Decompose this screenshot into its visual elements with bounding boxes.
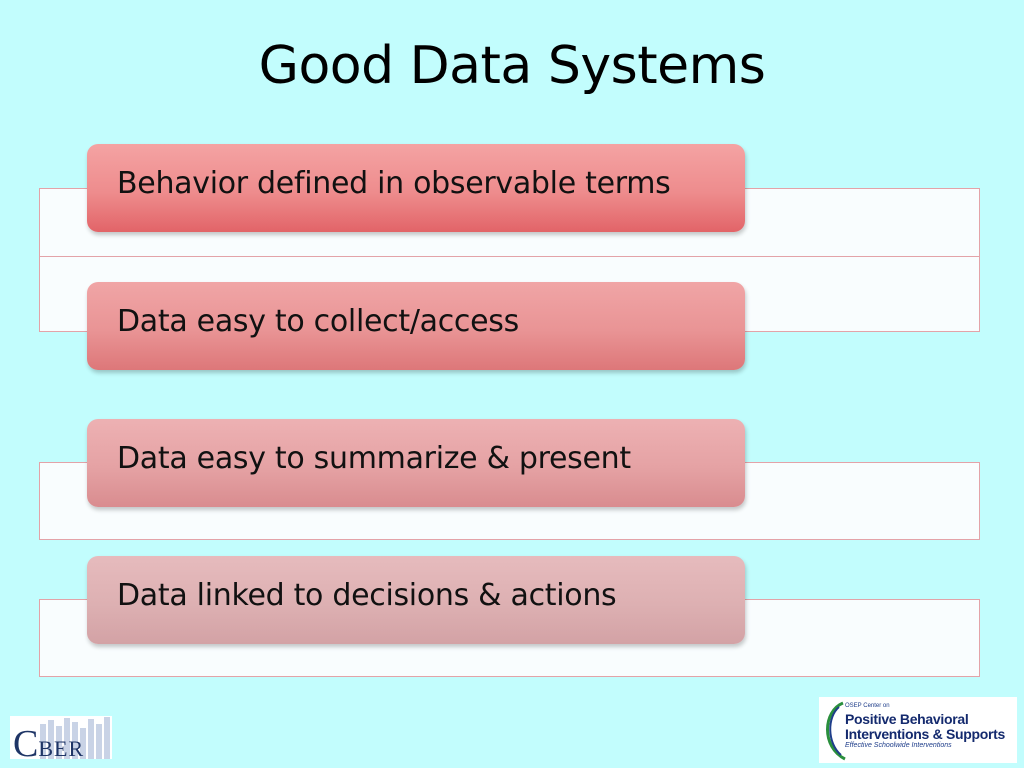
pbis-logo-sub: Effective Schoolwide Interventions — [845, 742, 952, 749]
pbis-logo-main1: Positive Behavioral — [845, 711, 969, 727]
item-data-collect: Data easy to collect/access — [87, 282, 745, 370]
item-data-summarize: Data easy to summarize & present — [87, 419, 745, 507]
pbis-logo: OSEP Center on Positive Behavioral Inter… — [819, 697, 1017, 763]
pbis-logo-main2: Interventions & Supports — [845, 726, 1006, 742]
cber-logo: CBER — [10, 716, 112, 759]
panel-divider — [40, 256, 979, 257]
item-behavior-defined: Behavior defined in observable terms — [87, 144, 745, 232]
item-label: Data linked to decisions & actions — [117, 578, 617, 613]
item-label: Data easy to summarize & present — [117, 441, 631, 476]
cber-logo-text: CBER — [13, 723, 85, 759]
pbis-swoosh-icon — [826, 701, 846, 761]
bar-chart-icon — [40, 717, 110, 759]
slide-title: Good Data Systems — [258, 36, 766, 96]
item-label: Data easy to collect/access — [117, 304, 519, 339]
item-label: Behavior defined in observable terms — [117, 166, 671, 201]
item-data-linked: Data linked to decisions & actions — [87, 556, 745, 644]
pbis-logo-top: OSEP Center on — [845, 703, 890, 709]
